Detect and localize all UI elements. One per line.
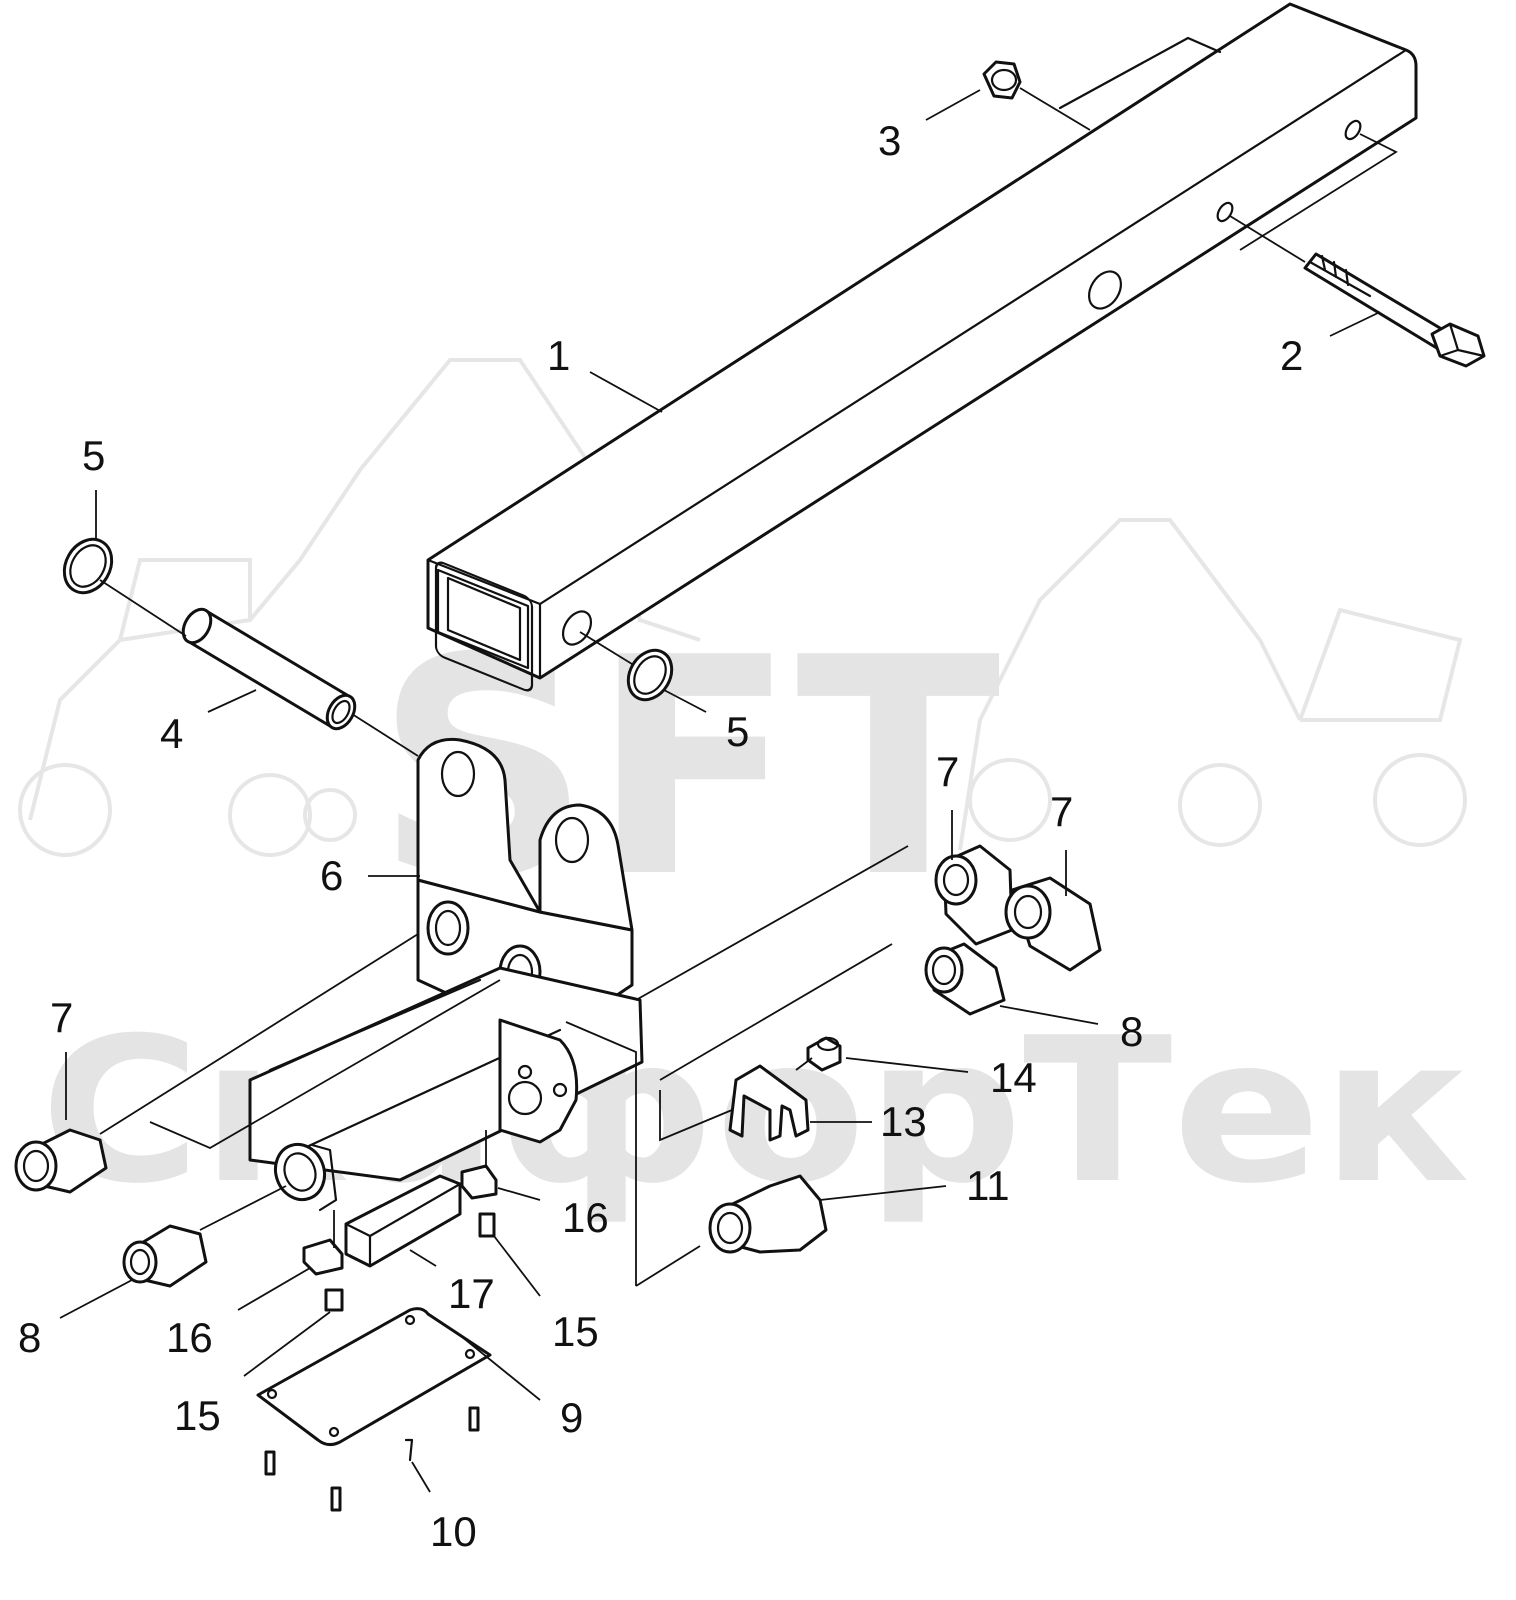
callout-1: 1: [547, 332, 570, 379]
callout-11: 11: [966, 1162, 1010, 1209]
part-16-clamp-left: [302, 1238, 344, 1276]
callout-3: 3: [878, 117, 901, 164]
callout-8-left: 8: [18, 1314, 41, 1361]
part-11-elbow-fitting: [708, 1174, 828, 1254]
part-10-screws: [264, 1406, 480, 1512]
part-5-circlip-right: [626, 648, 674, 702]
part-8-adapter-right: [924, 942, 1006, 1016]
callouts: 1 2 3 4 5 5 6 7 7 7 8 8 9 10 11 13 14 15…: [18, 117, 1303, 1555]
part-15-screw-right: [478, 1212, 496, 1238]
callout-8-right: 8: [1120, 1008, 1143, 1055]
part-3-nut: [982, 60, 1022, 100]
callout-17: 17: [448, 1270, 495, 1317]
callout-7-top-right: 7: [1050, 788, 1073, 835]
callout-10: 10: [430, 1508, 477, 1555]
part-5-circlip-left: [62, 537, 114, 595]
callout-leaders: [59, 89, 1381, 1493]
assembly-lines: [99, 87, 1398, 1287]
callout-2: 2: [1280, 332, 1303, 379]
callout-15-right: 15: [552, 1308, 599, 1355]
part-1-tube: [426, 2, 1418, 692]
part-4-pin: [181, 607, 357, 731]
callout-15-left: 15: [174, 1392, 221, 1439]
callout-9: 9: [560, 1394, 583, 1441]
part-13-clip: [728, 1064, 810, 1142]
part-17-block: [344, 1174, 462, 1268]
part-7-fitting-a: [934, 844, 1014, 946]
callout-13: 13: [880, 1098, 927, 1145]
part-8-adapter-left: [122, 1224, 208, 1288]
part-9-cover-plate: [256, 1307, 492, 1447]
callout-5-top: 5: [82, 432, 105, 479]
part-2-bolt: [1303, 252, 1486, 368]
part-7-fitting-b: [1004, 876, 1102, 972]
callout-16-right: 16: [562, 1194, 609, 1241]
callout-16-left: 16: [166, 1314, 213, 1361]
part-7-fitting-c: [14, 1128, 108, 1194]
callout-7-top-left: 7: [936, 748, 959, 795]
callout-4: 4: [160, 710, 183, 757]
callout-5-right: 5: [726, 708, 749, 755]
callout-6: 6: [320, 852, 343, 899]
part-6-bracket: [248, 737, 644, 1212]
part-15-screw-left: [324, 1288, 344, 1312]
part-16-clamp-right: [460, 1164, 498, 1200]
callout-14: 14: [990, 1054, 1037, 1101]
callout-7-left: 7: [50, 994, 73, 1041]
